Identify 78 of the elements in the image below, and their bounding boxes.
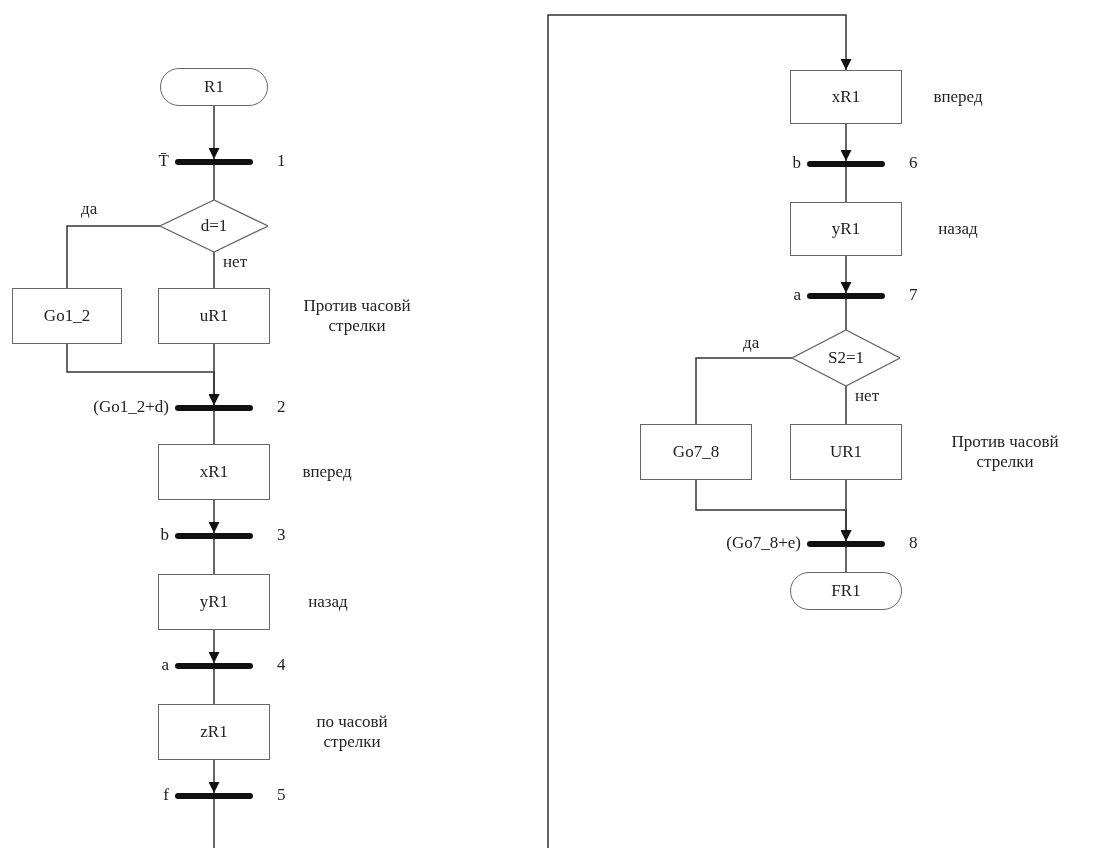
connector-line bbox=[213, 798, 215, 848]
connector-line bbox=[695, 357, 793, 425]
process-box bbox=[158, 444, 270, 500]
process-box bbox=[790, 70, 902, 124]
arrow bbox=[208, 759, 220, 794]
node-label: UR1 bbox=[829, 442, 863, 462]
connector-line bbox=[66, 225, 161, 289]
annotation: Против часовй стрелки bbox=[950, 431, 1060, 473]
terminal-box bbox=[790, 572, 902, 610]
transition-bar bbox=[175, 663, 253, 669]
connector-line bbox=[845, 166, 847, 203]
annotation: назад bbox=[937, 218, 979, 240]
node-label: uR1 bbox=[199, 306, 229, 326]
transition-bar bbox=[175, 405, 253, 411]
decision-diamond bbox=[160, 200, 268, 252]
node-label: yR1 bbox=[199, 592, 229, 612]
arrow bbox=[208, 105, 220, 160]
node-label: FR1 bbox=[831, 581, 861, 601]
node-label: Go1_2 bbox=[43, 306, 91, 326]
step-number: 3 bbox=[277, 525, 286, 546]
arrow bbox=[66, 343, 220, 406]
condition-label: b bbox=[160, 525, 169, 546]
process-box bbox=[12, 288, 122, 344]
node-label: yR1 bbox=[831, 219, 861, 239]
transition-bar bbox=[175, 793, 253, 799]
condition-label: b bbox=[792, 153, 801, 174]
connector-line bbox=[213, 164, 215, 201]
process-box bbox=[640, 424, 752, 480]
transition-bar bbox=[175, 159, 253, 165]
connector-line bbox=[845, 546, 847, 573]
condition-label: f bbox=[163, 785, 169, 806]
step-number: 2 bbox=[277, 397, 286, 418]
transition-bar bbox=[175, 533, 253, 539]
connector-line bbox=[213, 538, 215, 575]
step-number: 8 bbox=[909, 533, 918, 554]
process-box bbox=[158, 288, 270, 344]
arrow bbox=[840, 123, 852, 162]
node-label: xR1 bbox=[831, 87, 861, 107]
transition-bar bbox=[807, 161, 885, 167]
annotation: по часовй стрелки bbox=[315, 711, 389, 753]
arrow bbox=[695, 479, 852, 542]
connector-line bbox=[213, 410, 215, 445]
connector-line bbox=[213, 668, 215, 705]
condition-label: (Go1_2+d) bbox=[93, 397, 169, 418]
step-number: 4 bbox=[277, 655, 286, 676]
node-label: zR1 bbox=[200, 722, 228, 742]
annotation: вперед bbox=[932, 86, 984, 108]
node-label: R1 bbox=[204, 77, 224, 97]
node-label: Go7_8 bbox=[672, 442, 720, 462]
decision-diamond bbox=[792, 330, 900, 386]
annotation: Против часовй стрелки bbox=[302, 295, 412, 337]
condition-label: a bbox=[161, 655, 169, 676]
arrow bbox=[547, 14, 852, 848]
annotation: назад bbox=[307, 591, 349, 613]
arrow bbox=[840, 255, 852, 294]
condition-label: (Go7_8+e) bbox=[726, 533, 801, 554]
step-number: 1 bbox=[277, 151, 286, 172]
annotation: вперед bbox=[301, 461, 353, 483]
process-box bbox=[158, 704, 270, 760]
process-box bbox=[790, 424, 902, 480]
condition-label: a bbox=[793, 285, 801, 306]
step-number: 5 bbox=[277, 785, 286, 806]
transition-bar bbox=[807, 293, 885, 299]
process-box bbox=[158, 574, 270, 630]
connector-line bbox=[845, 385, 847, 425]
connector-line bbox=[845, 298, 847, 331]
node-label: d=1 bbox=[200, 216, 228, 236]
transition-bar bbox=[807, 541, 885, 547]
node-label: S2=1 bbox=[827, 348, 864, 368]
node-label: xR1 bbox=[199, 462, 229, 482]
condition-label: T̄ bbox=[158, 151, 169, 172]
arrow bbox=[208, 499, 220, 534]
arrow bbox=[208, 629, 220, 664]
terminal-box bbox=[160, 68, 268, 106]
process-box bbox=[790, 202, 902, 256]
step-number: 6 bbox=[909, 153, 918, 174]
step-number: 7 bbox=[909, 285, 918, 306]
connector-line bbox=[213, 251, 215, 289]
